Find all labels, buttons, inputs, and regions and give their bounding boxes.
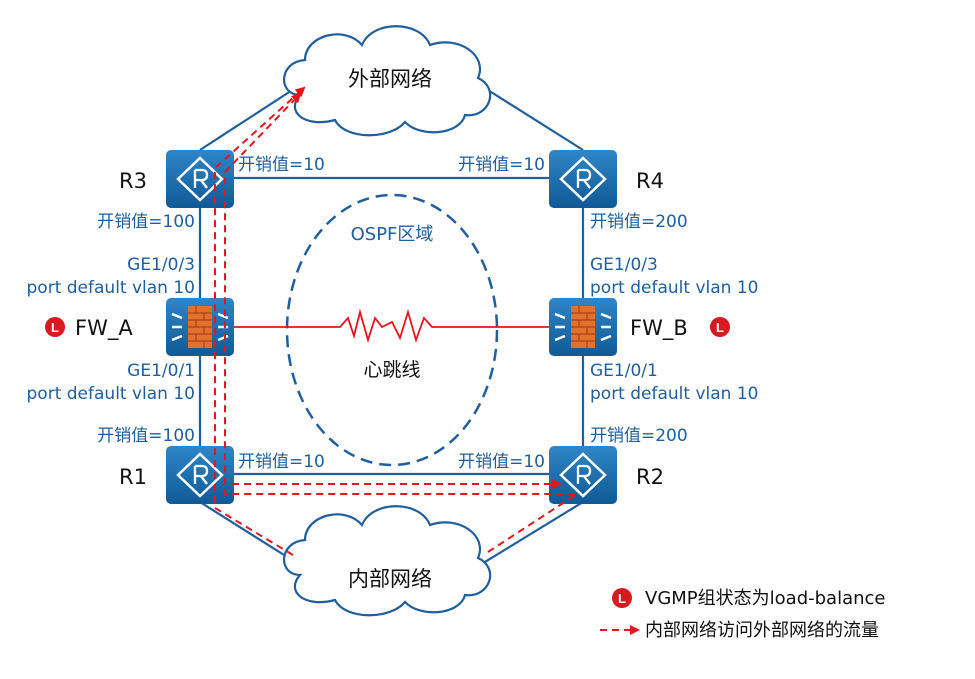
ospf-area-label: OSPF区域 bbox=[351, 224, 434, 245]
legend-vgmp-badge: L bbox=[612, 588, 632, 608]
fw-b-bottom-vlan: port default vlan 10 bbox=[590, 384, 758, 404]
ospf-area-ellipse bbox=[285, 193, 499, 467]
internal-network-label: 内部网络 bbox=[348, 567, 432, 591]
fw-a-bottom-vlan: port default vlan 10 bbox=[27, 384, 195, 404]
internal-network-cloud: 内部网络 bbox=[283, 505, 492, 617]
heartbeat-line bbox=[233, 308, 550, 344]
router-r4-label: R4 bbox=[636, 169, 664, 193]
router-r2 bbox=[547, 444, 619, 506]
fw-b-bottom-port: GE1/0/1 bbox=[590, 361, 658, 381]
router-r1 bbox=[164, 444, 236, 506]
fw-b-badge: L bbox=[710, 317, 730, 337]
heartbeat-label: 心跳线 bbox=[363, 359, 420, 381]
fw-b-top-port: GE1/0/3 bbox=[590, 255, 658, 275]
legend: L VGMP组状态为load-balance 内部网络访问外部网络的流量 bbox=[600, 588, 885, 641]
fw-a-top-vlan: port default vlan 10 bbox=[27, 278, 195, 298]
firewall-fw-a bbox=[164, 296, 236, 358]
cost-r1-fwa: 开销值=100 bbox=[97, 426, 195, 446]
firewall-fw-a-label: FW_A bbox=[75, 316, 133, 341]
fw-a-bottom-port: GE1/0/1 bbox=[127, 361, 195, 381]
cost-r4-r3: 开销值=10 bbox=[458, 155, 545, 175]
link-r3-external bbox=[199, 84, 301, 151]
firewall-fw-b bbox=[547, 296, 619, 358]
links bbox=[198, 84, 585, 566]
router-r3-label: R3 bbox=[119, 169, 147, 193]
router-r3 bbox=[164, 148, 236, 210]
fw-a-badge-letter: L bbox=[51, 320, 59, 335]
router-r1-label: R1 bbox=[119, 465, 147, 489]
router-r4 bbox=[547, 148, 619, 210]
external-network-label: 外部网络 bbox=[348, 67, 432, 91]
fw-a-top-port: GE1/0/3 bbox=[127, 255, 195, 275]
link-r2-internal bbox=[479, 501, 584, 566]
link-r4-external bbox=[479, 84, 584, 151]
fw-b-top-vlan: port default vlan 10 bbox=[590, 278, 758, 298]
router-r2-label: R2 bbox=[636, 465, 664, 489]
external-network-cloud: 外部网络 bbox=[283, 25, 492, 137]
cost-r2-fwb: 开销值=200 bbox=[590, 426, 688, 446]
cost-r1-r2: 开销值=10 bbox=[238, 452, 325, 472]
flow-path-via-r2 bbox=[224, 92, 581, 553]
cost-r3-r4: 开销值=10 bbox=[238, 155, 325, 175]
fw-b-badge-letter: L bbox=[716, 320, 724, 335]
firewall-fw-b-label: FW_B bbox=[630, 316, 688, 341]
legend-badge-letter: L bbox=[618, 591, 626, 606]
link-r1-internal bbox=[199, 501, 301, 566]
legend-vgmp-text: VGMP组状态为load-balance bbox=[645, 588, 885, 609]
traffic-flows bbox=[214, 86, 581, 556]
cost-r4-fwb: 开销值=200 bbox=[590, 212, 688, 232]
cost-r2-r1: 开销值=10 bbox=[458, 452, 545, 472]
legend-flow-text: 内部网络访问外部网络的流量 bbox=[645, 620, 879, 641]
fw-a-badge: L bbox=[45, 317, 65, 337]
cost-r3-fwa: 开销值=100 bbox=[97, 212, 195, 232]
